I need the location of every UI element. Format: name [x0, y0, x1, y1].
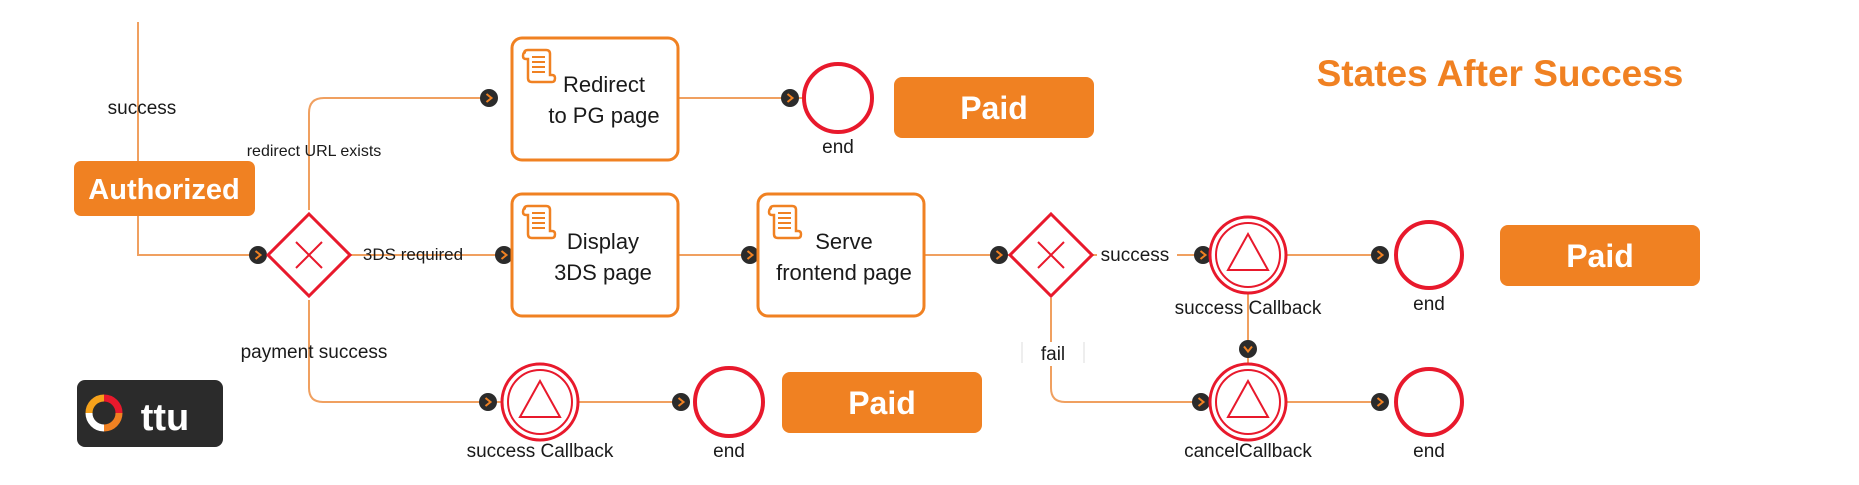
state-badge-paid-right: Paid: [1500, 225, 1700, 286]
task-label-line-2: to PG page: [548, 103, 659, 128]
signal-triangle-icon: [518, 378, 562, 418]
end-event-right-success: end: [1394, 220, 1464, 315]
marker-icon: [741, 246, 759, 264]
flow-incoming-success: [137, 22, 258, 256]
signal-triangle-icon: [1226, 231, 1270, 271]
state-badge-label: Authorized: [88, 174, 239, 206]
state-badge-paid-bottom: Paid: [782, 372, 982, 433]
gateway-exclusive-2: [1007, 211, 1095, 299]
flow-label-redirect-url-exists: redirect URL exists: [247, 143, 382, 160]
task-serve-frontend-page: Serve frontend page: [756, 192, 926, 318]
callback-label: success Callback: [467, 441, 614, 462]
state-badge-label: Paid: [960, 90, 1028, 126]
marker-icon: [479, 393, 497, 411]
marker-icon: [1194, 246, 1212, 264]
marker-icon: [672, 393, 690, 411]
flow-label-gateway-success: success: [1101, 245, 1170, 266]
sequence-flows: [137, 22, 1388, 403]
logo-text: ttu: [141, 397, 190, 439]
gateway-exclusive-1: [265, 211, 353, 299]
success-callback-event-right: success Callback: [1175, 215, 1322, 319]
diagram-title: States After Success: [1317, 53, 1684, 94]
cancel-callback-event: cancelCallback: [1184, 362, 1312, 462]
end-label: end: [713, 441, 745, 462]
flow-gateway-fail: [1050, 298, 1209, 403]
callback-label: success Callback: [1175, 298, 1322, 319]
marker-icon: [1371, 246, 1389, 264]
signal-triangle-icon: [1226, 378, 1270, 418]
end-event-top: end: [802, 62, 874, 158]
marker-icon: [1371, 393, 1389, 411]
end-event-right-cancel: end: [1394, 367, 1464, 462]
marker-icon: [495, 246, 513, 264]
state-badge-label: Paid: [1566, 238, 1634, 274]
success-callback-event-bottom: success Callback: [467, 362, 614, 462]
ottu-logo: ttu: [77, 380, 223, 447]
flow-label-fail: fail: [1041, 344, 1065, 365]
flow-redirect-branch: [308, 97, 497, 210]
x-icon: [295, 241, 323, 269]
flow-labels: success redirect URL exists 3DS required…: [108, 98, 1177, 366]
task-label-line-2: 3DS page: [554, 260, 652, 285]
task-label-line-1: Serve: [815, 229, 872, 254]
flow-label-payment-success: payment success: [241, 342, 388, 363]
callback-label: cancelCallback: [1184, 441, 1312, 462]
task-label-line-1: Redirect: [563, 72, 645, 97]
end-label: end: [822, 137, 854, 158]
marker-icon: [249, 246, 267, 264]
logo-ring-icon: [85, 394, 123, 432]
flow-markers: [249, 89, 1389, 411]
task-display-3ds-page: Display 3DS page: [510, 192, 680, 318]
marker-icon: [480, 89, 498, 107]
marker-icon: [1192, 393, 1210, 411]
marker-icon: [1239, 340, 1257, 358]
state-badge-label: Paid: [848, 385, 916, 421]
marker-icon: [990, 246, 1008, 264]
flow-payment-success-branch: [308, 300, 502, 403]
end-label: end: [1413, 441, 1445, 462]
x-icon: [1037, 241, 1065, 269]
marker-icon: [781, 89, 799, 107]
state-badge-paid-top: Paid: [894, 77, 1094, 138]
task-redirect-to-pg: Redirect to PG page: [510, 36, 680, 162]
flow-label-success: success: [108, 98, 177, 119]
task-label-line-2: frontend page: [776, 260, 912, 285]
end-event-bottom: end: [693, 366, 765, 462]
state-badge-authorized: Authorized: [74, 161, 255, 216]
task-label-line-1: Display: [567, 229, 639, 254]
end-label: end: [1413, 294, 1445, 315]
flow-label-3ds-required: 3DS required: [363, 245, 463, 264]
